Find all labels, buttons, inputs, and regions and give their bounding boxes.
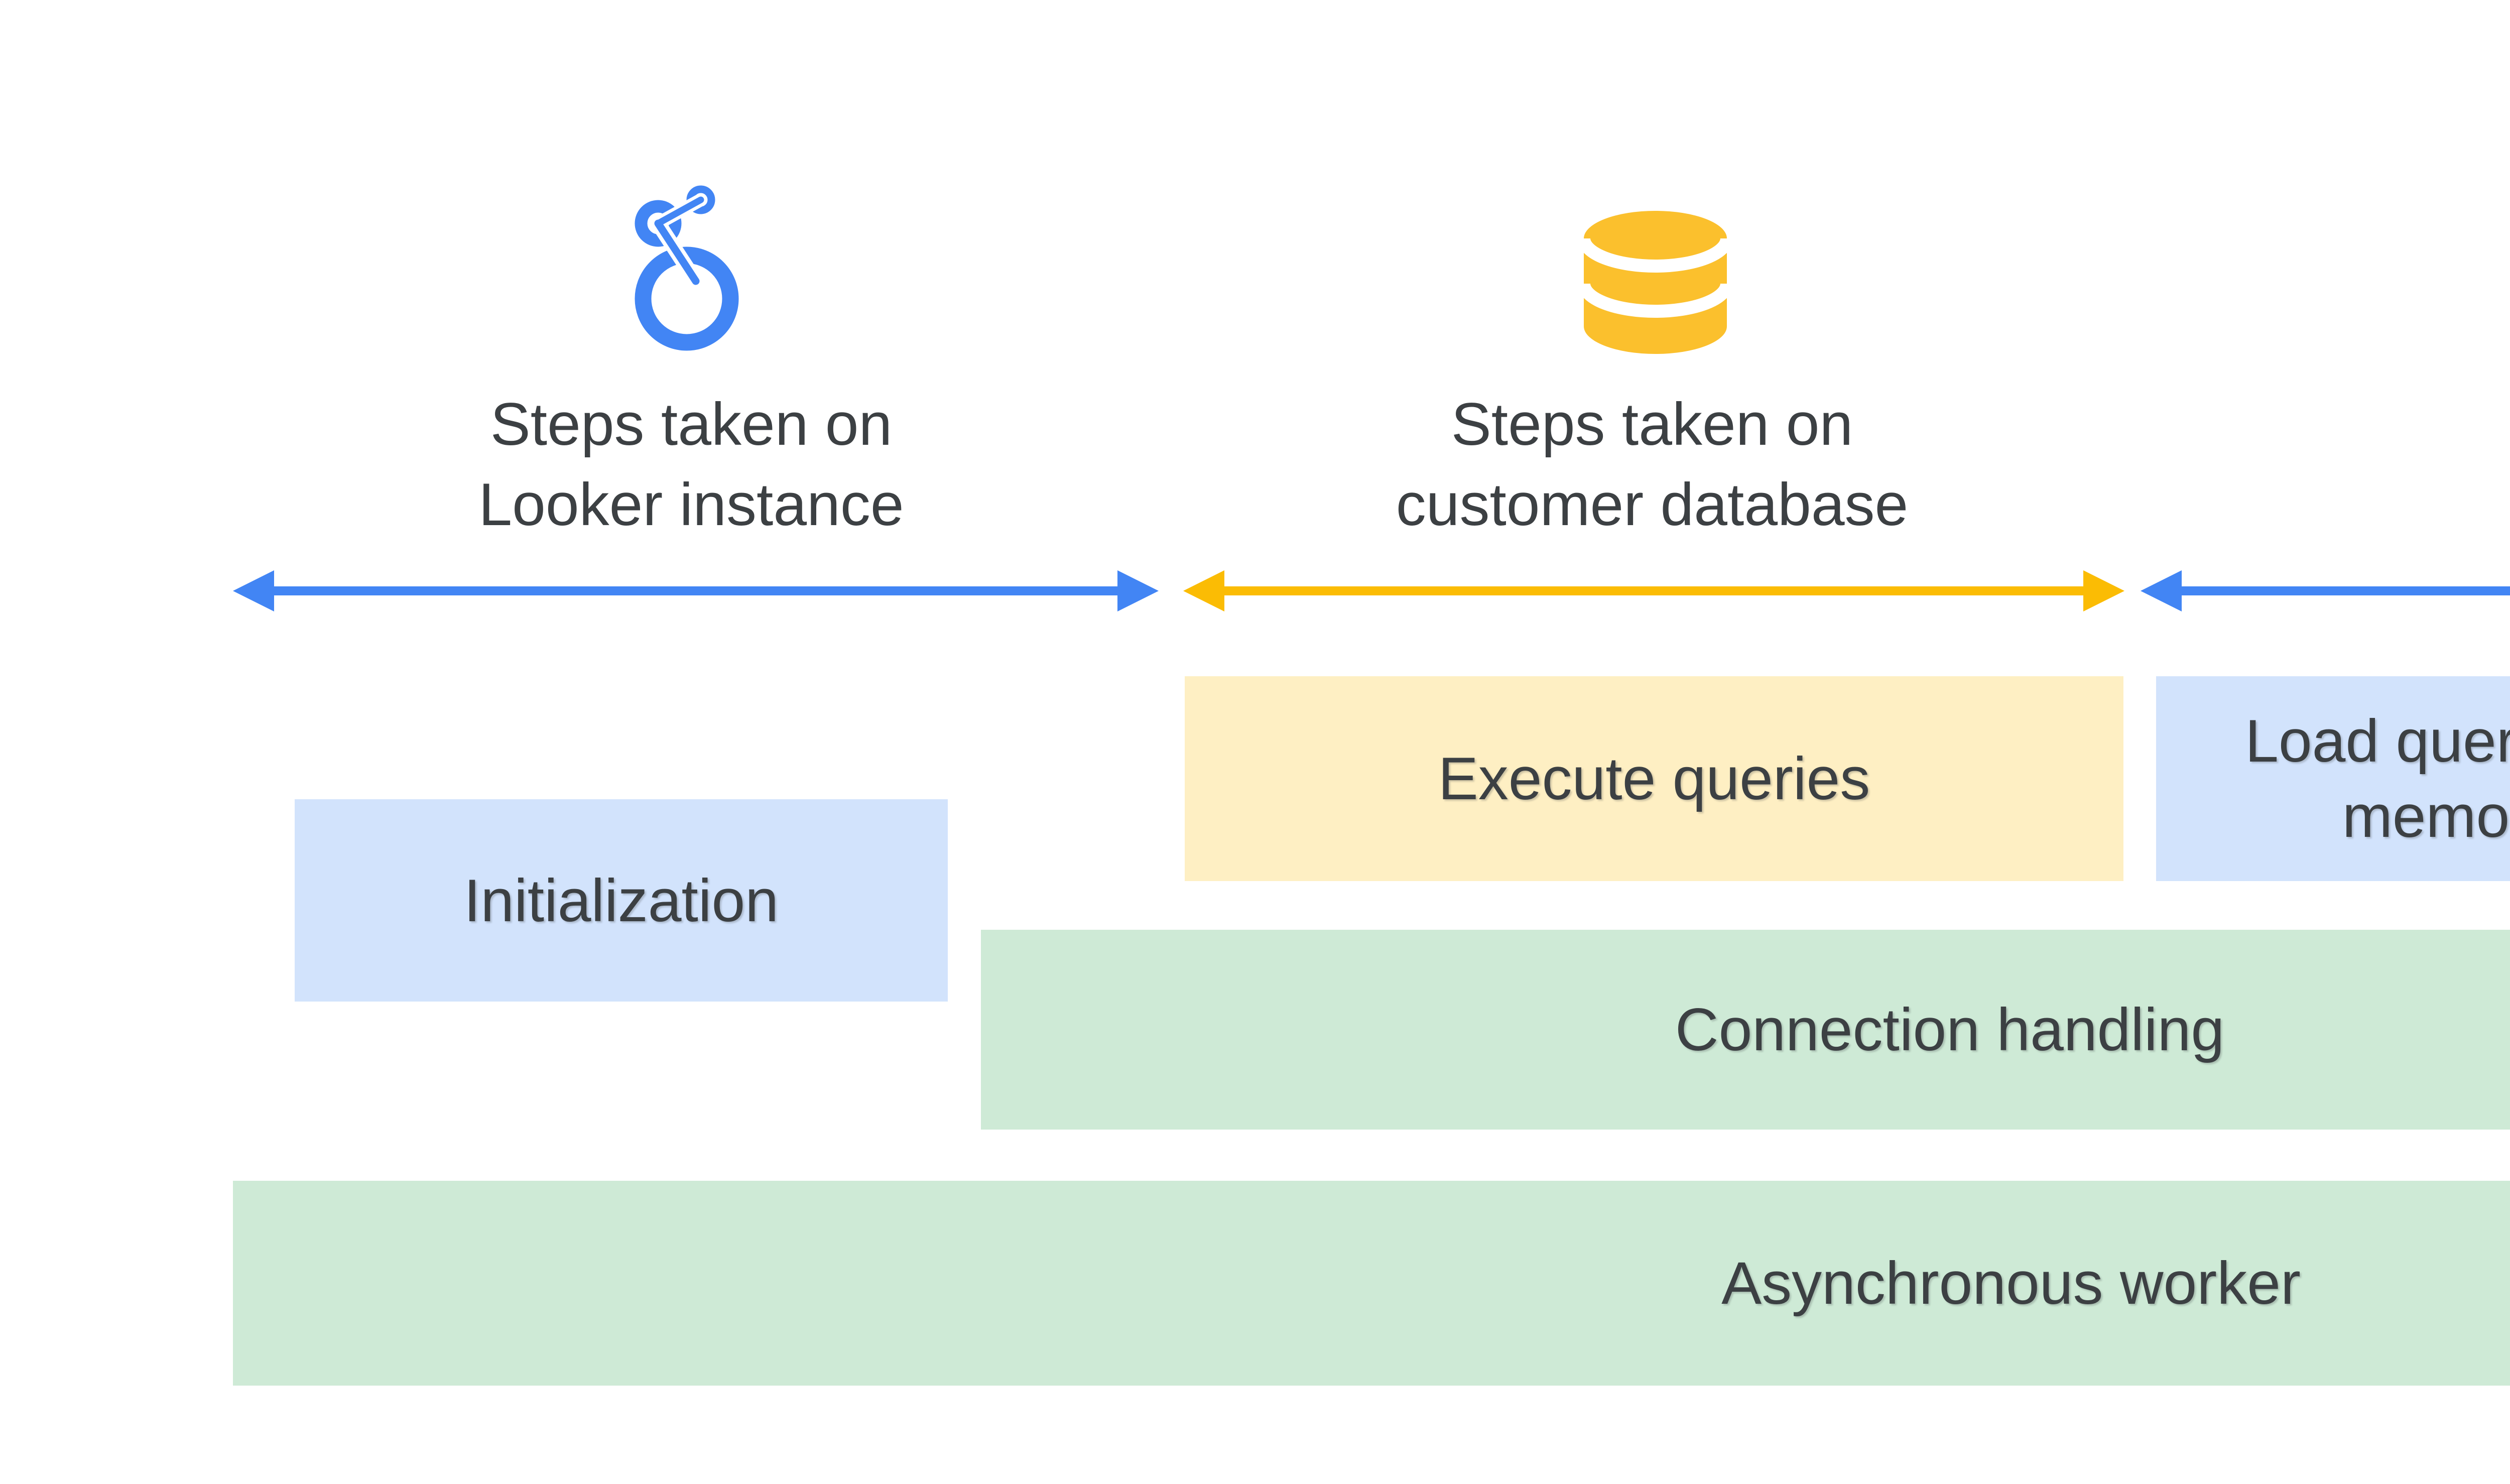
box-connection-handling: Connection handling [981, 930, 2510, 1130]
box-load-queries-line2: memory [2342, 783, 2510, 850]
box-asynchronous-worker-label: Asynchronous worker [1721, 1250, 2301, 1317]
looker-icon [635, 185, 739, 351]
section-label-customer-database: Steps taken on customer database [1250, 384, 2054, 545]
box-asynchronous-worker: Asynchronous worker [233, 1181, 2510, 1386]
box-connection-handling-label: Connection handling [1675, 996, 2225, 1063]
box-load-queries-in-memory: Load queries in memory [2156, 676, 2510, 881]
box-execute-queries-label: Execute queries [1438, 745, 1870, 812]
looker-medium-ring [635, 200, 682, 247]
span-arrow-looker-right [2141, 570, 2510, 611]
section-label-looker-left: Steps taken on Looker instance [290, 384, 1093, 545]
box-load-queries-line1: Load queries in [2245, 707, 2510, 775]
section-label-customer-database-line1: Steps taken on [1451, 391, 1853, 458]
span-arrow-customer-database [1183, 570, 2124, 611]
database-icon [1584, 211, 1727, 354]
box-initialization: Initialization [295, 799, 948, 1002]
section-label-looker-left-line2: Looker instance [478, 471, 904, 538]
section-label-customer-database-line2: customer database [1396, 471, 1909, 538]
section-label-looker-left-line1: Steps taken on [490, 391, 893, 458]
database-cylinder-body [1584, 211, 1727, 354]
box-execute-queries: Execute queries [1185, 676, 2123, 881]
box-initialization-label: Initialization [463, 867, 779, 934]
span-arrow-looker-left [233, 570, 1159, 611]
